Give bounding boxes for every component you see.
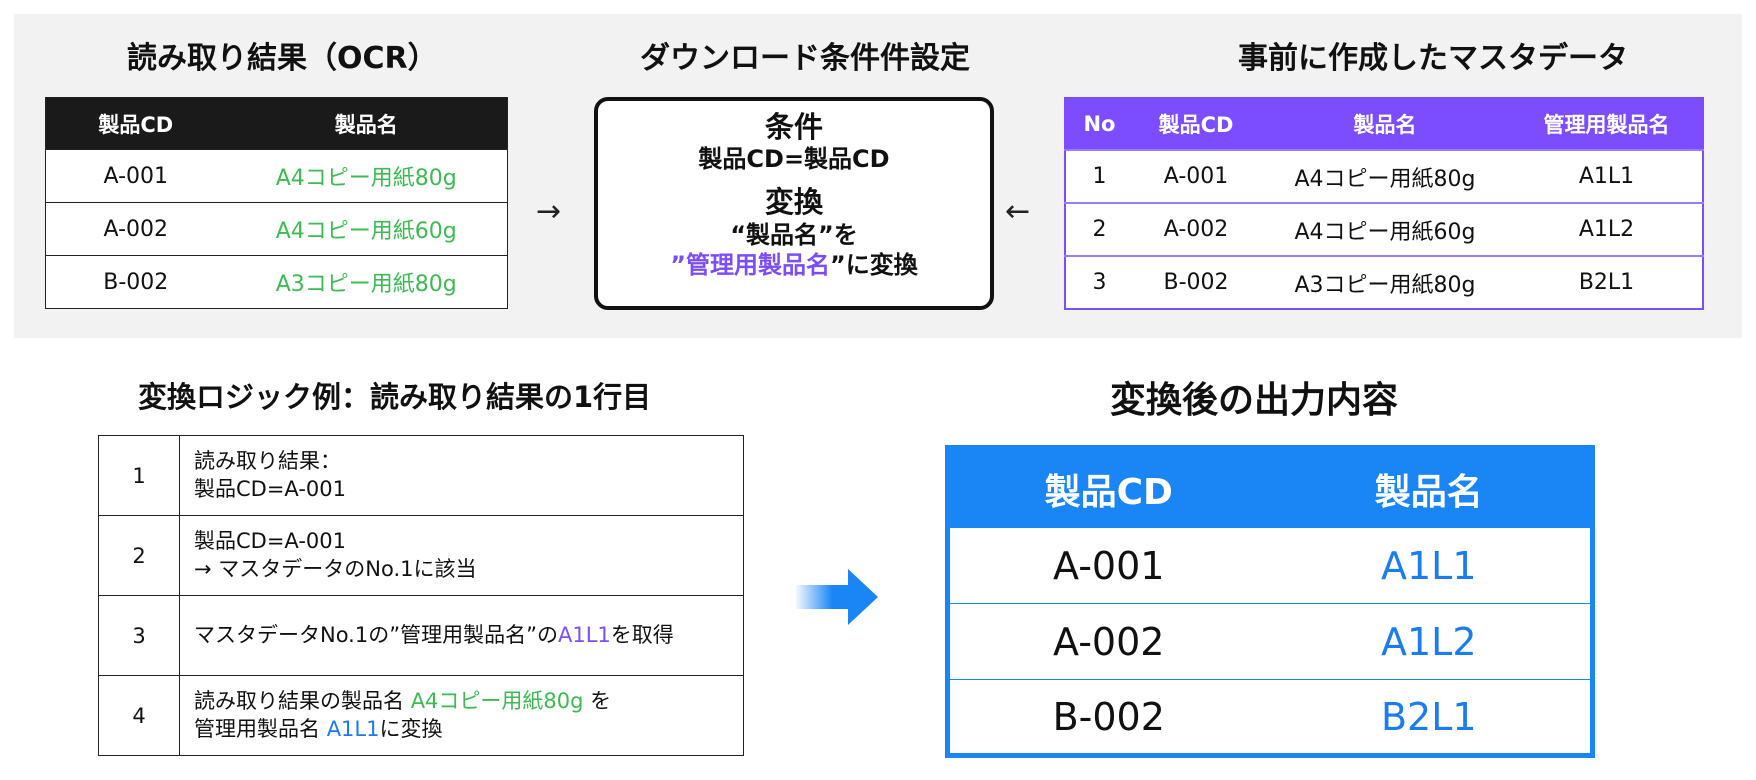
step-description: マスタデータNo.1の”管理用製品名”のA1L1を取得 [179,595,744,676]
table-cell: A-002 [1133,202,1259,256]
table-row: 2 A-002 A4コピー用紙60g A1L2 [1065,202,1703,256]
arrow-left-icon: ← [1005,194,1031,229]
table-cell: A-001 [947,527,1268,604]
table-row: A-001 A1L1 [947,527,1593,604]
table-cell: A1L1 [1511,149,1703,203]
step-highlight: A1L1 [557,622,611,647]
table-row: 1 A-001 A4コピー用紙80g A1L1 [1065,149,1703,203]
column-header: 製品名 [1259,98,1511,150]
condition-text: 製品CD=製品CD [698,145,890,174]
table-header-row: No 製品CD 製品名 管理用製品名 [1065,98,1703,150]
table-cell: B2L1 [1511,255,1703,309]
step-line: → マスタデータのNo.1に該当 [194,556,477,581]
column-header: 製品CD [947,447,1268,528]
table-row: B-002 A3コピー用紙80g [45,255,508,309]
convert-line-1: “製品名”を [730,220,858,249]
master-title: 事前に作成したマスタデータ [1238,41,1628,76]
column-header: 製品CD [1133,98,1259,150]
convert-line-2: ”管理用製品名”に変換 [598,250,990,280]
table-cell: A4コピー用紙80g [225,149,508,203]
step-line: 読み取り結果： [194,449,341,474]
step-number: 3 [98,595,180,676]
convert-target-name: 管理用製品名 [686,250,830,279]
column-header: 管理用製品名 [1511,98,1703,150]
table-cell: 2 [1065,202,1133,256]
column-header: 製品CD [45,97,226,150]
step-text: マスタデータNo.1の”管理用製品名”の [194,622,558,647]
table-row: A-002 A4コピー用紙60g [45,202,508,256]
column-header: No [1065,98,1133,150]
logic-title: 変換ロジック例：読み取り結果の1行目 [138,380,652,414]
table-header-row: 製品CD 製品名 [45,97,508,150]
big-arrow-icon [796,569,878,625]
table-cell: A-001 [1133,149,1259,203]
step-description: 製品CD=A-001→ マスタデータのNo.1に該当 [179,515,744,596]
logic-table: 1 読み取り結果：製品CD=A-001 2 製品CD=A-001→ マスタデータ… [98,435,744,756]
arrow-right-icon: → [536,194,562,229]
step-description: 読み取り結果の製品名 A4コピー用紙80g を 管理用製品名 A1L1に変換 [179,675,744,756]
column-header: 製品名 [225,97,508,150]
table-cell: A-002 [45,202,226,256]
table-cell: A4コピー用紙80g [1259,149,1511,203]
table-cell: B-002 [947,679,1268,756]
table-cell: A3コピー用紙80g [225,255,508,309]
step-number: 4 [98,675,180,756]
step-number: 2 [98,515,180,596]
table-cell: A1L2 [1511,202,1703,256]
step-description: 読み取り結果：製品CD=A-001 [179,435,744,516]
column-header: 製品名 [1267,447,1593,528]
step-text: 読み取り結果の製品名 [194,689,411,714]
step-text: 管理用製品名 [194,716,327,741]
table-row: A-002 A1L2 [947,603,1593,680]
step-text: を取得 [610,622,674,647]
step-line: 管理用製品名 A1L1に変換 [194,716,743,743]
table-cell: B-002 [45,255,226,309]
table-row: B-002 B2L1 [947,679,1593,756]
convert-line-2-rest: ”に変換 [830,250,918,279]
condition-heading: 条件 [764,110,823,144]
step-line: 読み取り結果の製品名 A4コピー用紙80g を [194,688,743,715]
conditions-title: ダウンロード条件件設定 [640,41,970,76]
quote-mark: ” [670,250,686,279]
ocr-title: 読み取り結果（OCR） [127,41,438,76]
table-cell: A3コピー用紙80g [1259,255,1511,309]
table-row: 2 製品CD=A-001→ マスタデータのNo.1に該当 [98,515,744,596]
convert-heading: 変換 [764,185,823,220]
step-number: 1 [98,435,180,516]
step-line: 製品CD=A-001 [194,529,346,554]
step-highlight: A4コピー用紙80g [410,689,584,714]
table-cell: 1 [1065,149,1133,203]
master-table: No 製品CD 製品名 管理用製品名 1 A-001 A4コピー用紙80g A1… [1064,97,1704,310]
table-row: 1 読み取り結果：製品CD=A-001 [98,435,744,516]
table-header-row: 製品CD 製品名 [947,447,1593,528]
table-cell: B2L1 [1267,679,1593,756]
table-cell: A-002 [947,603,1268,680]
table-row: 3 B-002 A3コピー用紙80g B2L1 [1065,255,1703,309]
step-highlight: A1L1 [326,716,380,741]
condition-box: 条件 製品CD=製品CD 変換 “製品名”を ”管理用製品名”に変換 [594,97,994,310]
output-title: 変換後の出力内容 [1110,380,1399,421]
step-text: に変換 [379,716,443,741]
output-table: 製品CD 製品名 A-001 A1L1 A-002 A1L2 B-002 B2L… [945,445,1595,758]
table-cell: 3 [1065,255,1133,309]
step-line: 製品CD=A-001 [194,476,346,501]
ocr-table: 製品CD 製品名 A-001 A4コピー用紙80g A-002 A4コピー用紙6… [45,97,508,309]
table-row: 3 マスタデータNo.1の”管理用製品名”のA1L1を取得 [98,595,744,676]
table-row: A-001 A4コピー用紙80g [45,149,508,203]
table-cell: A1L2 [1267,603,1593,680]
table-cell: A1L1 [1267,527,1593,604]
table-row: 4 読み取り結果の製品名 A4コピー用紙80g を 管理用製品名 A1L1に変換 [98,675,744,756]
step-text: を [583,689,612,714]
table-cell: A-001 [45,149,226,203]
table-cell: A4コピー用紙60g [225,202,508,256]
table-cell: A4コピー用紙60g [1259,202,1511,256]
table-cell: B-002 [1133,255,1259,309]
